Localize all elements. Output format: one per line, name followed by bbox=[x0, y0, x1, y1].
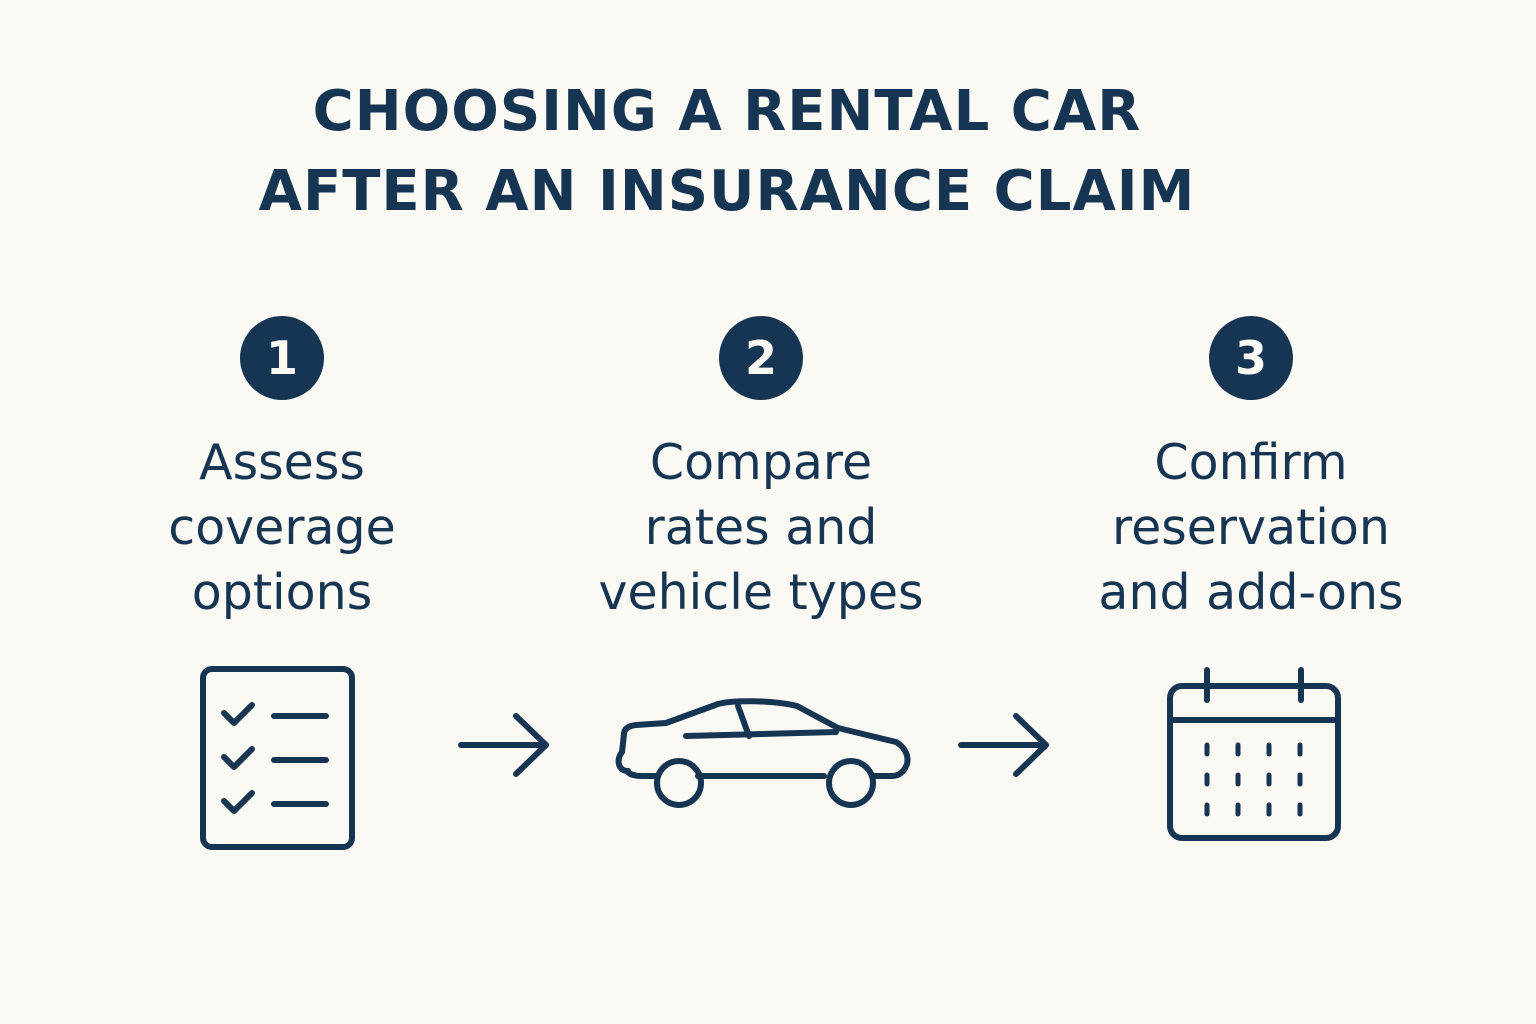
step-label-line: rates and bbox=[644, 499, 878, 556]
step-label-line: coverage bbox=[168, 499, 396, 556]
step-label: Confirm reservation and add-ons bbox=[1041, 430, 1461, 625]
step-number-badge: 3 bbox=[1209, 316, 1293, 400]
title-line-2: AFTER AN INSURANCE CLAIM bbox=[258, 159, 1196, 224]
step-label: Assess coverage options bbox=[72, 430, 492, 625]
step-1: 1 Assess coverage options bbox=[72, 316, 492, 625]
step-label-line: options bbox=[191, 564, 373, 621]
step-label-line: Assess bbox=[199, 434, 365, 491]
step-label-line: and add-ons bbox=[1098, 564, 1404, 621]
step-label: Compare rates and vehicle types bbox=[551, 430, 971, 625]
title-line-1: CHOOSING A RENTAL CAR bbox=[312, 79, 1142, 144]
checklist-icon bbox=[200, 666, 355, 850]
page-title: CHOOSING A RENTAL CAR AFTER AN INSURANCE… bbox=[0, 72, 1454, 232]
step-number-badge: 2 bbox=[719, 316, 803, 400]
step-label-line: Compare bbox=[649, 434, 873, 491]
step-2: 2 Compare rates and vehicle types bbox=[551, 316, 971, 625]
step-label-line: vehicle types bbox=[598, 564, 924, 621]
arrow-right-icon bbox=[958, 713, 1049, 777]
step-3: 3 Confirm reservation and add-ons bbox=[1041, 316, 1461, 625]
calendar-icon bbox=[1167, 667, 1341, 841]
car-icon bbox=[615, 698, 911, 808]
arrow-right-icon bbox=[458, 713, 549, 777]
step-label-line: reservation bbox=[1112, 499, 1390, 556]
step-label-line: Confirm bbox=[1154, 434, 1348, 491]
step-number-badge: 1 bbox=[240, 316, 324, 400]
